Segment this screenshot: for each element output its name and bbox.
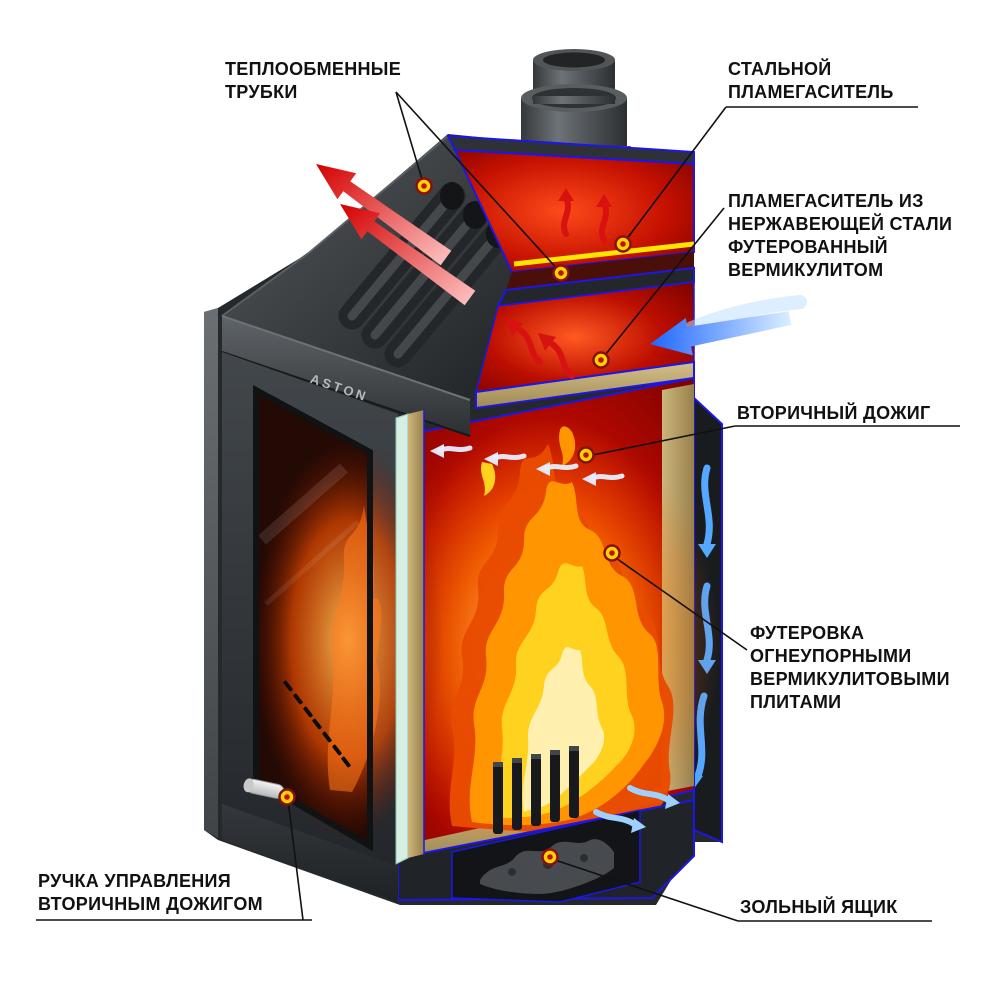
label-line: ФУТЕРОВАННЫЙ <box>728 237 888 258</box>
door-vent-slots <box>283 680 351 768</box>
secondary-combustion-marker-icon <box>577 446 595 464</box>
label-secondary-air-handle: РУЧКА УПРАВЛЕНИЯ ВТОРИЧНЫМ ДОЖИГОМ <box>38 870 263 916</box>
top-front-band <box>222 316 470 436</box>
label-line: СТАЛЬНОЙ <box>728 59 832 79</box>
grate-fins <box>493 746 579 834</box>
stainless-arrestor-marker-icon <box>592 351 610 369</box>
label-vermiculite-lining: ФУТЕРОВКА ОГНЕУПОРНЫМИ ВЕРМИКУЛИТОВЫМИ П… <box>750 622 950 714</box>
label-line: ЗОЛЬНЫЙ ЯЩИК <box>740 897 898 917</box>
label-secondary-combustion: ВТОРИЧНЫЙ ДОЖИГ <box>737 402 931 425</box>
cold-air-inlet-arrow <box>650 295 807 356</box>
label-stainless-flame-arrestor: ПЛАМЕГАСИТЕЛЬ ИЗ НЕРЖАВЕЮЩЕЙ СТАЛИ ФУТЕР… <box>728 190 952 282</box>
label-heat-exchange-tubes: ТЕПЛООБМЕННЫЕ ТРУБКИ <box>225 58 401 104</box>
heat-tube-marker-icon <box>552 264 570 282</box>
label-line: ВТОРИЧНЫЙ ДОЖИГ <box>737 403 931 423</box>
label-line: ТРУБКИ <box>225 82 298 103</box>
steel-flame-arrestor-plate <box>513 241 695 267</box>
label-line: НЕРЖАВЕЮЩЕЙ СТАЛИ <box>728 214 953 235</box>
label-line: ВЕРМИКУЛИТОВЫМИ <box>750 669 950 690</box>
front-door: ASTON <box>221 315 471 902</box>
label-line: ВЕРМИКУЛИТОМ <box>728 260 884 281</box>
handle-marker-icon <box>278 788 296 806</box>
callouts <box>36 91 960 922</box>
firebox <box>370 376 720 870</box>
flame <box>449 426 674 833</box>
hot-air-exit-arrows <box>316 164 476 306</box>
label-line: ПЛАМЕГАСИТЕЛЬ <box>728 82 894 103</box>
label-line: ВТОРИЧНЫМ ДОЖИГОМ <box>38 894 263 915</box>
bottom-air-arrows <box>593 785 671 827</box>
glass-cut-edge <box>395 413 409 865</box>
ash-box-marker-icon <box>541 848 559 866</box>
lining-marker-icon <box>603 544 621 562</box>
callout-markers <box>278 177 632 866</box>
left-side-edge <box>204 308 218 838</box>
vermiculite-cut-edge <box>408 410 424 858</box>
flame-arrestor-chambers <box>446 134 695 410</box>
glass-frame-bevel <box>253 384 373 852</box>
label-line: ТЕПЛООБМЕННЫЕ <box>225 59 402 79</box>
steel-arrestor-marker-icon <box>614 235 632 253</box>
label-line: ФУТЕРОВКА <box>750 623 865 643</box>
hot-gas-turn-arrows <box>517 327 575 379</box>
label-steel-flame-arrestor: СТАЛЬНОЙ ПЛАМЕГАСИТЕЛЬ <box>728 58 894 104</box>
secondary-air-arrowheads <box>430 444 596 486</box>
secondary-air-handle-knob <box>243 778 285 799</box>
hot-gas-up-arrows <box>561 195 609 243</box>
bottom-front-band <box>222 804 398 902</box>
label-line: ОГНЕУПОРНЫМИ <box>750 646 912 667</box>
label-line: ПЛИТАМИ <box>750 692 842 713</box>
label-line: РУЧКА УПРАВЛЕНИЯ <box>38 871 232 891</box>
heat-tube-marker-icon <box>415 177 433 195</box>
label-line: ПЛАМЕГАСИТЕЛЬ ИЗ <box>728 191 924 211</box>
label-ash-box: ЗОЛЬНЫЙ ЯЩИК <box>740 896 898 919</box>
